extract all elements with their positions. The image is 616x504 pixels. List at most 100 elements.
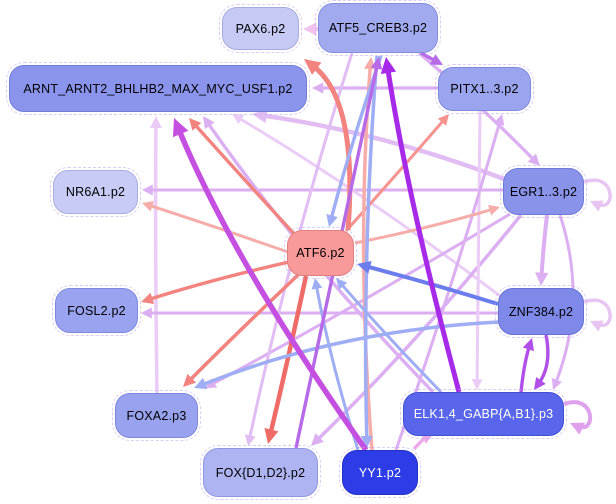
edge-atf5-creb3-p2-to-pitx1-3-p2[interactable] bbox=[420, 51, 443, 65]
edge-atf6-p2-to-foxa2-p3[interactable] bbox=[183, 273, 300, 387]
edge-atf6-p2-to-foxa2-p3-line bbox=[187, 273, 300, 383]
node-label: PITX1..3.p2 bbox=[450, 82, 519, 96]
edge-elk1-4-gabp-a-b1-p3-to-znf384-p2[interactable] bbox=[519, 338, 535, 393]
edge-elk1-4-gabp-a-b1-p3-to-atf6-p2-line bbox=[339, 282, 443, 394]
node-label: EGR1..3.p2 bbox=[509, 184, 578, 199]
self-loop-egr1-3-p2-arrowhead bbox=[590, 200, 604, 212]
edge-znf384-p2-to-foxa2-p3-arrowhead bbox=[194, 377, 208, 390]
node-label: FOXA2.p3 bbox=[126, 408, 187, 423]
node-pax6-p2[interactable]: PAX6.p2 bbox=[219, 4, 302, 53]
edge-atf6-p2-to-nr6a1-p2-arrowhead bbox=[142, 201, 154, 212]
self-loop-egr1-3-p2[interactable] bbox=[583, 178, 612, 212]
edge-atf6-p2-to-nr6a1-p2-line bbox=[148, 203, 289, 254]
edge-atf6-p2-to-pitx1-3-p2-arrowhead bbox=[437, 114, 449, 126]
edge-atf6-p2-to-nr6a1-p2[interactable] bbox=[142, 201, 289, 254]
edge-foxa2-p3-to-arnt-arnt2-bhlhb2-max-myc-usf1-p2-arrowhead bbox=[149, 116, 162, 129]
self-loop-egr1-3-p2-line bbox=[583, 178, 612, 207]
edge-atf6-p2-to-fox-d1-d2-p2-arrowhead bbox=[264, 428, 279, 444]
edge-pitx1-3-p2-to-arnt-arnt2-bhlhb2-max-myc-usf1-p2-arrowhead bbox=[312, 82, 324, 94]
self-loop-znf384-p2[interactable] bbox=[583, 298, 612, 332]
edge-egr1-3-p2-to-arnt-arnt2-bhlhb2-max-myc-usf1-p2[interactable] bbox=[252, 108, 505, 182]
node-label: ELK1,4_GABP{A,B1}.p3 bbox=[413, 407, 554, 421]
edge-egr1-3-p2-to-nr6a1-p2-arrowhead bbox=[142, 184, 153, 196]
edge-egr1-3-p2-to-znf384-p2[interactable] bbox=[535, 214, 549, 286]
edge-atf6-p2-to-foxa2-p3-arrowhead bbox=[183, 373, 197, 387]
node-atf5-creb3-p2[interactable]: ATF5_CREB3.p2 bbox=[315, 0, 441, 56]
edge-elk1-4-gabp-a-b1-p3-to-atf5-creb3-p2-line bbox=[385, 67, 462, 393]
edge-egr1-3-p2-to-arnt-arnt2-bhlhb2-max-myc-usf1-p2-line bbox=[261, 113, 505, 182]
edge-atf5-creb3-p2-to-atf6-p2-arrowhead bbox=[326, 214, 338, 227]
node-label: YY1.p2 bbox=[358, 465, 402, 480]
self-loop-znf384-p2-arrowhead bbox=[590, 320, 604, 332]
node-foxa2-p3[interactable]: FOXA2.p3 bbox=[112, 390, 201, 441]
node-label: ZNF384.p2 bbox=[508, 304, 574, 319]
edge-egr1-3-p2-to-foxa2-p3-line bbox=[210, 212, 511, 386]
node-label: ARNT_ARNT2_BHLHB2_MAX_MYC_USF1.p2 bbox=[23, 81, 293, 96]
node-nr6a1-p2[interactable]: NR6A1.p2 bbox=[50, 167, 141, 217]
node-egr1-3-p2[interactable]: EGR1..3.p2 bbox=[500, 165, 587, 218]
edge-pitx1-3-p2-to-elk1-4-gabp-a-b1-p3-line bbox=[475, 110, 482, 383]
node-arnt-arnt2-bhlhb2-max-myc-usf1-p2[interactable]: ARNT_ARNT2_BHLHB2_MAX_MYC_USF1.p2 bbox=[6, 62, 310, 115]
edge-znf384-p2-to-elk1-4-gabp-a-b1-p3-line bbox=[537, 334, 550, 385]
edge-pitx1-3-p2-to-elk1-4-gabp-a-b1-p3[interactable] bbox=[471, 110, 483, 390]
node-atf6-p2[interactable]: ATF6.p2 bbox=[284, 227, 357, 279]
edge-atf5-creb3-p2-to-pax6-p2[interactable] bbox=[303, 22, 319, 36]
edge-atf6-p2-to-pax6-p2-arrowhead bbox=[304, 59, 322, 75]
edge-atf5-creb3-p2-to-egr1-3-p2-arrowhead bbox=[527, 153, 540, 166]
edge-egr1-3-p2-to-elk1-4-gabp-a-b1-p3-arrowhead bbox=[551, 377, 562, 390]
edge-egr1-3-p2-to-znf384-p2-line bbox=[539, 214, 549, 277]
edge-znf384-p2-to-elk1-4-gabp-a-b1-p3-arrowhead bbox=[534, 376, 546, 390]
edge-atf6-p2-to-egr1-3-p2-arrowhead bbox=[488, 204, 500, 216]
node-label: PAX6.p2 bbox=[235, 21, 286, 36]
edge-znf384-p2-to-arnt-arnt2-bhlhb2-max-myc-usf1-p2-arrowhead bbox=[232, 114, 245, 125]
node-fosl2-p2[interactable]: FOSL2.p2 bbox=[52, 285, 141, 336]
edge-atf5-creb3-p2-to-pitx1-3-p2-arrowhead bbox=[429, 54, 443, 65]
node-elk1-4-gabp-a-b1-p3[interactable]: ELK1,4_GABP{A,B1}.p3 bbox=[400, 389, 567, 439]
node-label: ATF6.p2 bbox=[296, 246, 345, 260]
edge-atf5-creb3-p2-to-yy1-p2-line bbox=[363, 55, 379, 440]
edge-atf6-p2-to-egr1-3-p2-line bbox=[354, 207, 494, 245]
edge-fox-d1-d2-p2-to-atf5-creb3-p2-arrowhead bbox=[370, 57, 383, 70]
edge-atf6-p2-to-fosl2-p2[interactable] bbox=[141, 260, 290, 305]
edge-atf6-p2-to-fosl2-p2-line bbox=[148, 260, 290, 302]
edge-atf6-p2-to-arnt-arnt2-bhlhb2-max-myc-usf1-p2-arrowhead bbox=[189, 118, 202, 131]
edge-atf6-p2-to-pitx1-3-p2[interactable] bbox=[344, 114, 449, 232]
edge-elk1-4-gabp-a-b1-p3-to-atf6-p2[interactable] bbox=[336, 278, 443, 394]
edge-yy1-p2-to-arnt-arnt2-bhlhb2-max-myc-usf1-p2[interactable] bbox=[172, 118, 369, 452]
edge-egr1-3-p2-to-znf384-p2-arrowhead bbox=[535, 272, 549, 286]
self-loop-elk1-4-gabp-a-b1-p3-line bbox=[563, 400, 593, 430]
edge-foxa2-p3-to-arnt-arnt2-bhlhb2-max-myc-usf1-p2-line bbox=[153, 124, 159, 394]
edge-znf384-p2-to-elk1-4-gabp-a-b1-p3[interactable] bbox=[534, 334, 550, 390]
node-label: FOSL2.p2 bbox=[67, 303, 126, 318]
node-label: ATF5_CREB3.p2 bbox=[328, 21, 428, 35]
node-yy1-p2[interactable]: YY1.p2 bbox=[339, 447, 421, 498]
edge-atf6-p2-to-egr1-3-p2[interactable] bbox=[354, 204, 500, 245]
edge-elk1-4-gabp-a-b1-p3-to-znf384-p2-line bbox=[519, 345, 532, 393]
edge-yy1-p2-to-arnt-arnt2-bhlhb2-max-myc-usf1-p2-line bbox=[176, 128, 369, 452]
self-loop-znf384-p2-line bbox=[583, 298, 612, 327]
self-loop-elk1-4-gabp-a-b1-p3-arrowhead bbox=[570, 422, 585, 435]
edge-atf6-p2-to-arnt-arnt2-bhlhb2-max-myc-usf1-p2-line bbox=[193, 123, 299, 239]
node-fox-d1-d2-p2[interactable]: FOX{D1,D2}.p2 bbox=[200, 445, 321, 500]
edge-egr1-3-p2-to-fox-d1-d2-p2-arrowhead bbox=[311, 433, 324, 446]
node-znf384-p2[interactable]: ZNF384.p2 bbox=[495, 285, 587, 338]
edge-elk1-4-gabp-a-b1-p3-to-atf5-creb3-p2[interactable] bbox=[380, 57, 462, 393]
edge-yy1-p2-to-atf6-p2-arrowhead bbox=[311, 278, 323, 290]
edge-atf5-creb3-p2-to-yy1-p2-arrowhead bbox=[360, 435, 373, 448]
edge-atf6-p2-to-fosl2-p2-arrowhead bbox=[141, 292, 155, 305]
self-loop-elk1-4-gabp-a-b1-p3[interactable] bbox=[563, 400, 593, 435]
edge-elk1-4-gabp-a-b1-p3-to-arnt-arnt2-bhlhb2-max-myc-usf1-p2-arrowhead bbox=[203, 116, 215, 130]
edge-egr1-3-p2-to-nr6a1-p2[interactable] bbox=[142, 184, 504, 196]
node-label: NR6A1.p2 bbox=[65, 185, 126, 199]
edge-atf5-creb3-p2-to-yy1-p2[interactable] bbox=[360, 55, 379, 448]
edge-atf6-p2-to-pitx1-3-p2-line bbox=[344, 118, 446, 232]
edge-elk1-4-gabp-a-b1-p3-to-atf5-creb3-p2-arrowhead bbox=[380, 57, 397, 74]
edge-pitx1-3-p2-to-elk1-4-gabp-a-b1-p3-arrowhead bbox=[471, 379, 483, 390]
node-pitx1-3-p2[interactable]: PITX1..3.p2 bbox=[435, 64, 534, 114]
edge-atf6-p2-to-arnt-arnt2-bhlhb2-max-myc-usf1-p2[interactable] bbox=[189, 118, 299, 239]
edge-elk1-4-gabp-a-b1-p3-to-atf6-p2-arrowhead bbox=[336, 278, 348, 290]
edge-znf384-p2-to-foxa2-p3-line bbox=[201, 320, 500, 387]
edge-znf384-p2-to-foxa2-p3[interactable] bbox=[194, 320, 500, 390]
edge-foxa2-p3-to-arnt-arnt2-bhlhb2-max-myc-usf1-p2[interactable] bbox=[149, 116, 162, 394]
